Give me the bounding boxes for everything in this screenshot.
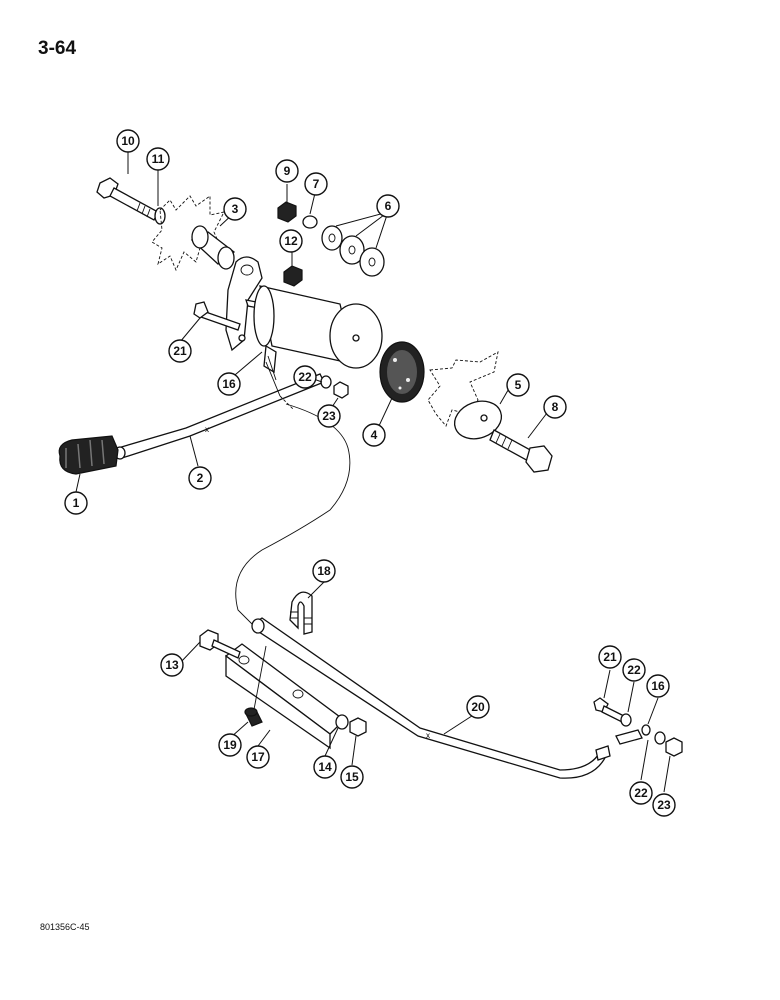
- callout-23-upper: 23: [317, 404, 341, 428]
- control-cable: [235, 403, 351, 627]
- svg-text:3: 3: [232, 202, 239, 216]
- svg-text:11: 11: [152, 152, 165, 166]
- callout-22-lower-b: 22: [629, 781, 653, 805]
- callout-6: 6: [376, 194, 400, 218]
- bolt-21-lower-part: [593, 697, 625, 723]
- svg-text:13: 13: [165, 658, 179, 672]
- damper-cylinder: [253, 285, 383, 369]
- callout-14: 14: [313, 755, 337, 779]
- svg-text:16: 16: [651, 679, 665, 693]
- callout-1: 1: [64, 491, 88, 515]
- nut-12-part: [283, 265, 303, 287]
- washer-22-lower-a-part: [620, 713, 632, 727]
- svg-text:22: 22: [627, 663, 641, 677]
- washer-14-part: [335, 714, 349, 730]
- rubber-disc-4-part: [379, 341, 425, 403]
- svg-text:21: 21: [603, 650, 617, 664]
- nut-23-upper-part: [333, 381, 349, 399]
- svg-text:21: 21: [173, 344, 187, 358]
- bolt-13-part: [199, 629, 241, 659]
- spacer-3-part: [190, 225, 236, 270]
- callout-22-lower-a: 22: [622, 658, 646, 682]
- callout-8: 8: [543, 395, 567, 419]
- callout-16-upper: 16: [217, 372, 241, 396]
- callout-21-upper: 21: [168, 339, 192, 363]
- svg-text:4: 4: [371, 428, 378, 442]
- svg-text:14: 14: [318, 760, 332, 774]
- rod-20-part: x: [251, 617, 611, 779]
- svg-text:9: 9: [284, 164, 291, 178]
- callout-23-lower: 23: [652, 793, 676, 817]
- svg-text:12: 12: [284, 234, 298, 248]
- callout-7: 7: [304, 172, 328, 196]
- callout-22-upper: 22: [293, 365, 317, 389]
- bolt-8-part: [489, 429, 553, 473]
- svg-text:18: 18: [317, 564, 331, 578]
- svg-text:16: 16: [222, 377, 236, 391]
- svg-text:22: 22: [298, 370, 312, 384]
- nut-15-part: [349, 717, 367, 737]
- callout-11: 11: [146, 147, 170, 171]
- callout-9: 9: [275, 159, 299, 183]
- spacer-19-part: [244, 707, 263, 727]
- callout-4: 4: [362, 423, 386, 447]
- washer-11-part: [154, 207, 166, 225]
- callout-13: 13: [160, 653, 184, 677]
- clevis-16-lower: [615, 724, 651, 745]
- svg-text:6: 6: [385, 199, 392, 213]
- svg-text:17: 17: [251, 750, 265, 764]
- svg-text:22: 22: [634, 786, 648, 800]
- svg-text:15: 15: [345, 770, 359, 784]
- callout-18: 18: [312, 559, 336, 583]
- nut-9-part: [277, 201, 297, 223]
- svg-text:2: 2: [197, 471, 204, 485]
- washer-7-part: [302, 215, 318, 229]
- callout-3: 3: [223, 197, 247, 221]
- nut-23-lower-part: [665, 737, 683, 757]
- callout-12: 12: [279, 229, 303, 253]
- svg-text:x: x: [205, 425, 209, 434]
- callout-15: 15: [340, 765, 364, 789]
- callout-5: 5: [506, 373, 530, 397]
- svg-text:7: 7: [313, 177, 320, 191]
- svg-text:23: 23: [322, 409, 336, 423]
- washer-5-part: [453, 400, 503, 440]
- svg-text:8: 8: [552, 400, 559, 414]
- svg-text:1: 1: [73, 496, 80, 510]
- washer-22-lower-b-part: [654, 731, 666, 745]
- callout-2: 2: [188, 466, 212, 490]
- svg-text:10: 10: [121, 134, 135, 148]
- bracket-plate-17-part: [224, 643, 345, 750]
- svg-text:19: 19: [223, 738, 237, 752]
- svg-text:23: 23: [657, 798, 671, 812]
- mount-plate-right: [427, 351, 499, 427]
- svg-text:x: x: [426, 731, 430, 740]
- callout-20: 20: [466, 695, 490, 719]
- bolt-10-part: [96, 177, 159, 221]
- callout-21-lower: 21: [598, 645, 622, 669]
- page-number: 3-64: [38, 38, 77, 59]
- callout-17: 17: [246, 745, 270, 769]
- callout-19: 19: [218, 733, 242, 757]
- callout-16-lower: 16: [646, 674, 670, 698]
- washer-22-upper-part: [320, 375, 332, 389]
- u-bolt-18-part: [289, 591, 313, 635]
- leader-lines: [75, 152, 671, 793]
- clevis-16-upper: [263, 344, 281, 397]
- svg-text:5: 5: [515, 378, 522, 392]
- svg-text:20: 20: [471, 700, 485, 714]
- washers-6-part: [321, 225, 385, 277]
- callout-10: 10: [116, 129, 140, 153]
- figure-code: 801356C-45: [40, 922, 90, 932]
- grip-1-part: [58, 435, 119, 475]
